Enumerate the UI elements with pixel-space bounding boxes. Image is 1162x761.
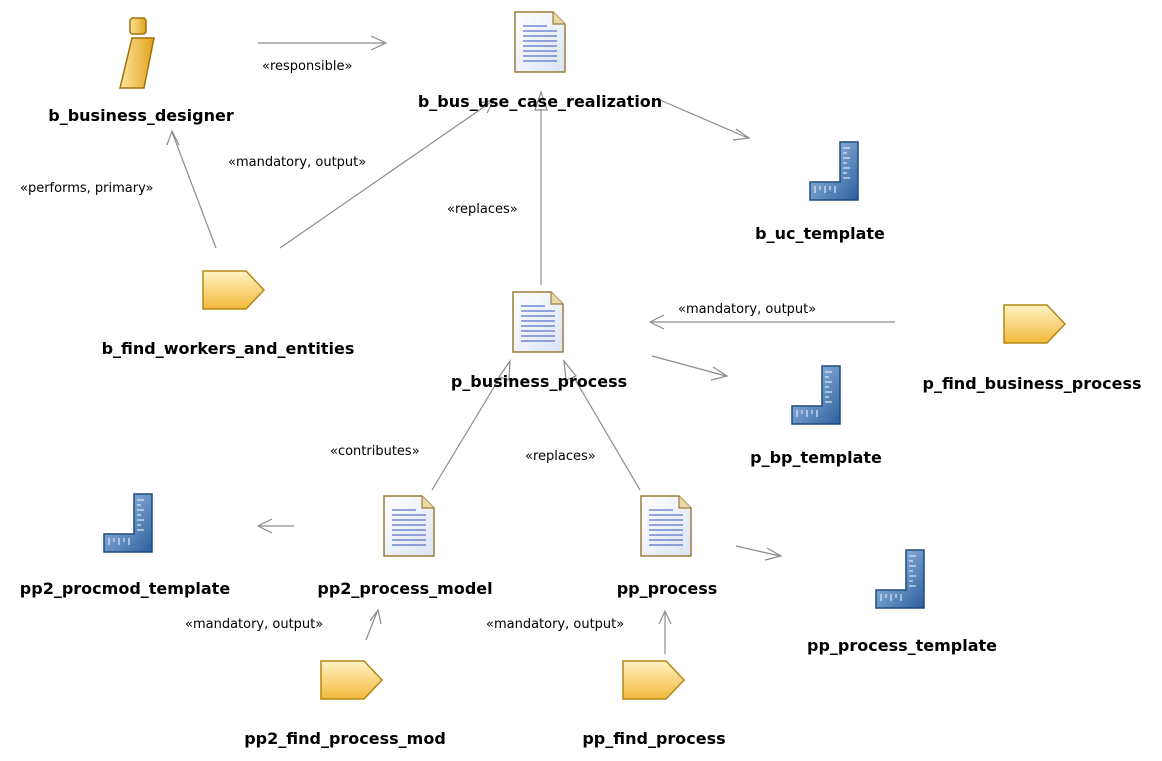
node-label: pp_process xyxy=(617,579,718,598)
node-label: pp2_procmod_template xyxy=(20,579,231,598)
node-b-uc-template[interactable]: b_uc_template xyxy=(755,141,885,243)
node-b-bus-use-case-realization[interactable]: b_bus_use_case_realization xyxy=(418,11,662,111)
node-label: p_business_process xyxy=(451,372,627,391)
edge-label-contributes: «contributes» xyxy=(330,444,420,459)
edge-ppprocess-to-template[interactable] xyxy=(735,545,783,561)
edge-performs-primary[interactable] xyxy=(166,129,217,249)
node-label: pp2_process_model xyxy=(317,579,492,598)
edge-label-responsible: «responsible» xyxy=(262,59,352,74)
node-pp2-process-model[interactable]: pp2_process_model xyxy=(317,495,493,598)
edge-label-mandatory-output-bfind: «mandatory, output» xyxy=(228,155,366,170)
edge-labels: «responsible» «performs, primary» «manda… xyxy=(20,59,816,632)
edge-mandatory-output-pp2find[interactable] xyxy=(365,608,382,641)
template-icon xyxy=(809,141,859,201)
node-b-business-designer[interactable]: b_business_designer xyxy=(48,17,234,125)
edge-mandatory-output-bfind[interactable] xyxy=(279,99,496,249)
node-label: p_find_business_process xyxy=(922,374,1141,393)
edge-mandatory-output-ppfind[interactable] xyxy=(658,609,672,654)
node-p-bp-template[interactable]: p_bp_template xyxy=(750,365,882,467)
node-pp-process-template[interactable]: pp_process_template xyxy=(807,549,997,655)
edge-label-mandatory-output-ppfind: «mandatory, output» xyxy=(486,617,624,632)
node-label: pp_find_process xyxy=(582,729,725,748)
task-icon xyxy=(1003,304,1066,344)
node-label: b_uc_template xyxy=(755,224,885,243)
node-pp2-procmod-template[interactable]: pp2_procmod_template xyxy=(20,493,231,598)
edge-bbus-to-uctemplate[interactable] xyxy=(659,99,751,141)
role-icon xyxy=(119,17,155,89)
node-pp-process[interactable]: pp_process xyxy=(617,495,718,598)
node-label: pp_process_template xyxy=(807,636,997,655)
template-icon xyxy=(103,493,153,553)
template-icon xyxy=(875,549,925,609)
task-icon xyxy=(202,270,265,310)
edge-label-mandatory-output-pfind: «mandatory, output» xyxy=(678,302,816,317)
edge-responsible[interactable] xyxy=(258,35,388,51)
node-label: pp2_find_process_mod xyxy=(244,729,446,748)
document-icon xyxy=(640,495,692,557)
node-label: b_business_designer xyxy=(48,106,234,125)
task-icon xyxy=(320,660,383,700)
node-pp2-find-process-mod[interactable]: pp2_find_process_mod xyxy=(244,660,446,748)
edge-replaces-top[interactable] xyxy=(534,90,548,285)
document-icon xyxy=(383,495,435,557)
edge-pp2model-to-template[interactable] xyxy=(256,518,294,534)
task-icon xyxy=(622,660,685,700)
node-label: p_bp_template xyxy=(750,448,882,467)
edge-pbp-to-bptemplate[interactable] xyxy=(651,355,729,381)
edge-label-replaces-pp: «replaces» xyxy=(525,449,596,464)
node-b-find-workers-and-entities[interactable]: b_find_workers_and_entities xyxy=(102,270,355,358)
edge-contributes[interactable] xyxy=(431,358,511,491)
document-icon xyxy=(514,11,566,73)
template-icon xyxy=(791,365,841,425)
document-icon xyxy=(512,291,564,353)
edge-label-performs-primary: «performs, primary» xyxy=(20,181,154,196)
edge-replaces-pp[interactable] xyxy=(563,359,641,491)
node-label: b_find_workers_and_entities xyxy=(102,339,355,358)
edge-mandatory-output-pfind[interactable] xyxy=(648,314,895,330)
edges xyxy=(166,35,895,654)
node-p-business-process[interactable]: p_business_process xyxy=(451,291,627,391)
node-pp-find-process[interactable]: pp_find_process xyxy=(582,660,726,748)
edge-label-mandatory-output-pp2find: «mandatory, output» xyxy=(185,617,323,632)
node-label: b_bus_use_case_realization xyxy=(418,92,662,111)
node-p-find-business-process[interactable]: p_find_business_process xyxy=(922,304,1142,393)
edge-label-replaces-top: «replaces» xyxy=(447,202,518,217)
